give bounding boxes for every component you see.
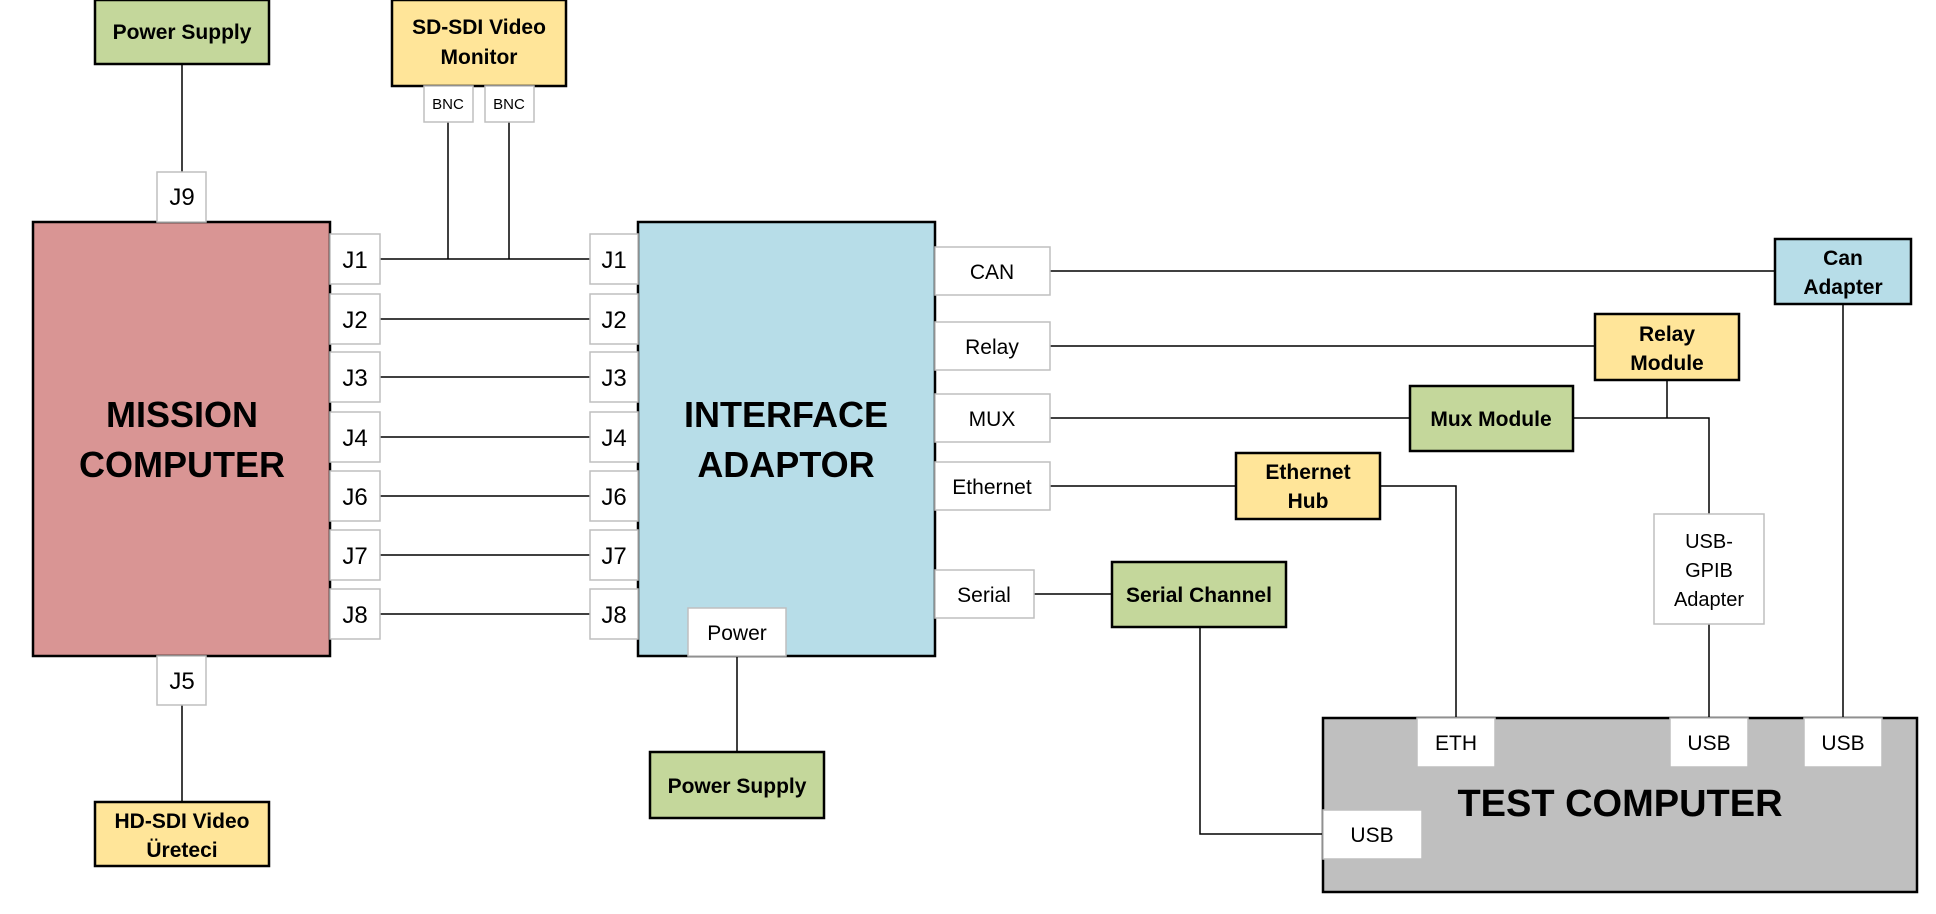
mission-computer-label-line2: COMPUTER [79,444,285,485]
ia-port-label: J3 [601,365,626,392]
mc-port-j5-label: J5 [169,668,194,695]
wire-mux-gpib [1573,417,1710,514]
relay-module-label-line2: Module [1630,352,1704,375]
hd-sdi-generator-label-line1: HD-SDI Video [115,810,250,833]
mc-port-j9-label: J9 [169,184,194,211]
sd-sdi-monitor-block: SD-SDI Video Monitor [390,0,568,88]
serial-channel-block: Serial Channel [1110,560,1288,629]
ia-port-label: J6 [601,484,626,511]
power-supply-bottom-label: Power Supply [668,775,807,798]
ia-port-label: J8 [601,602,626,629]
usb-gpib-adapter-label-line3: Adapter [1674,589,1744,611]
mc-port-label: J1 [342,247,367,274]
relay-module-block: Relay Module [1593,312,1741,382]
ia-port-power-label: Power [707,622,767,645]
mission-computer-label-line1: MISSION [106,394,258,435]
tc-port-usb-gpib-label: USB [1687,732,1730,755]
sd-sdi-monitor-label-line2: Monitor [441,46,518,69]
ia-port-ethernet-label: Ethernet [952,476,1032,499]
tc-port-usb-can-label: USB [1821,732,1864,755]
monitor-bnc-ports: BNC BNC [423,85,535,123]
ia-port-label: J7 [601,543,626,570]
mc-port-label: J3 [342,365,367,392]
bnc-port-label: BNC [432,96,464,113]
mux-module-label: Mux Module [1430,408,1551,431]
mux-module-block: Mux Module [1408,384,1575,453]
ia-port-label: J4 [601,425,626,452]
can-adapter-block: Can Adapter [1773,237,1913,306]
ia-port-can-label: CAN [970,261,1014,284]
ia-port-relay-label: Relay [965,336,1019,359]
port-boxes: J9 J5 J1 J2 J3 J4 J6 J7 J8 J1 [156,85,1883,860]
hd-sdi-generator-label-line2: Üreteci [146,839,217,862]
tc-port-eth-label: ETH [1435,732,1477,755]
tc-port-usb-can: USB [1803,717,1883,768]
mc-port-label: J4 [342,425,367,452]
ia-port-serial-label: Serial [957,584,1011,607]
serial-channel-label: Serial Channel [1126,584,1272,607]
ia-port-label: J1 [601,247,626,274]
ethernet-hub-label-line2: Hub [1288,490,1329,513]
mc-right-ports: J1 J2 J3 J4 J6 J7 J8 [329,233,381,640]
can-adapter-label-line1: Can [1823,247,1863,270]
mission-computer-block: MISSION COMPUTER [31,220,332,658]
power-supply-bottom-block: Power Supply [648,750,826,820]
ia-port-label: J2 [601,307,626,334]
tc-port-usb-serial: USB [1322,809,1423,860]
usb-gpib-adapter-label-line2: GPIB [1685,560,1733,582]
ethernet-hub-label-line1: Ethernet [1265,461,1350,484]
interface-adaptor-label-line2: ADAPTOR [697,444,874,485]
bnc-port-label: BNC [493,96,525,113]
ia-port-mux-label: MUX [969,408,1016,431]
ia-right-ports: CAN Relay MUX Ethernet Serial [934,246,1051,619]
tc-port-usb-serial-label: USB [1350,824,1393,847]
mc-port-j5: J5 [156,655,207,706]
usb-gpib-adapter-block: USB- GPIB Adapter [1653,513,1765,625]
can-adapter-label-line2: Adapter [1803,276,1882,299]
mc-port-label: J8 [342,602,367,629]
mc-port-label: J2 [342,307,367,334]
ia-left-ports: J1 J2 J3 J4 J6 J7 J8 [589,233,639,640]
ethernet-hub-block: Ethernet Hub [1234,451,1382,521]
ia-port-power: Power [687,607,787,657]
power-supply-top-block: Power Supply [93,0,271,66]
hd-sdi-generator-block: HD-SDI Video Üreteci [93,800,271,868]
interface-adaptor-block: INTERFACE ADAPTOR [636,220,937,658]
power-supply-top-label: Power Supply [113,21,252,44]
usb-gpib-adapter-label-line1: USB- [1685,531,1733,553]
tc-port-eth: ETH [1416,717,1496,768]
test-computer-label: TEST COMPUTER [1457,783,1782,825]
wire-hub-eth [1380,485,1457,718]
mc-port-label: J7 [342,543,367,570]
relay-module-label-line1: Relay [1639,323,1695,346]
tc-port-usb-gpib: USB [1669,717,1749,768]
mc-port-label: J6 [342,484,367,511]
interface-adaptor-label-line1: INTERFACE [684,394,888,435]
wire-serial-usb [1199,627,1323,835]
connection-lines [181,64,1844,835]
sd-sdi-monitor-label-line1: SD-SDI Video [412,16,546,39]
mc-port-j9: J9 [156,171,207,223]
